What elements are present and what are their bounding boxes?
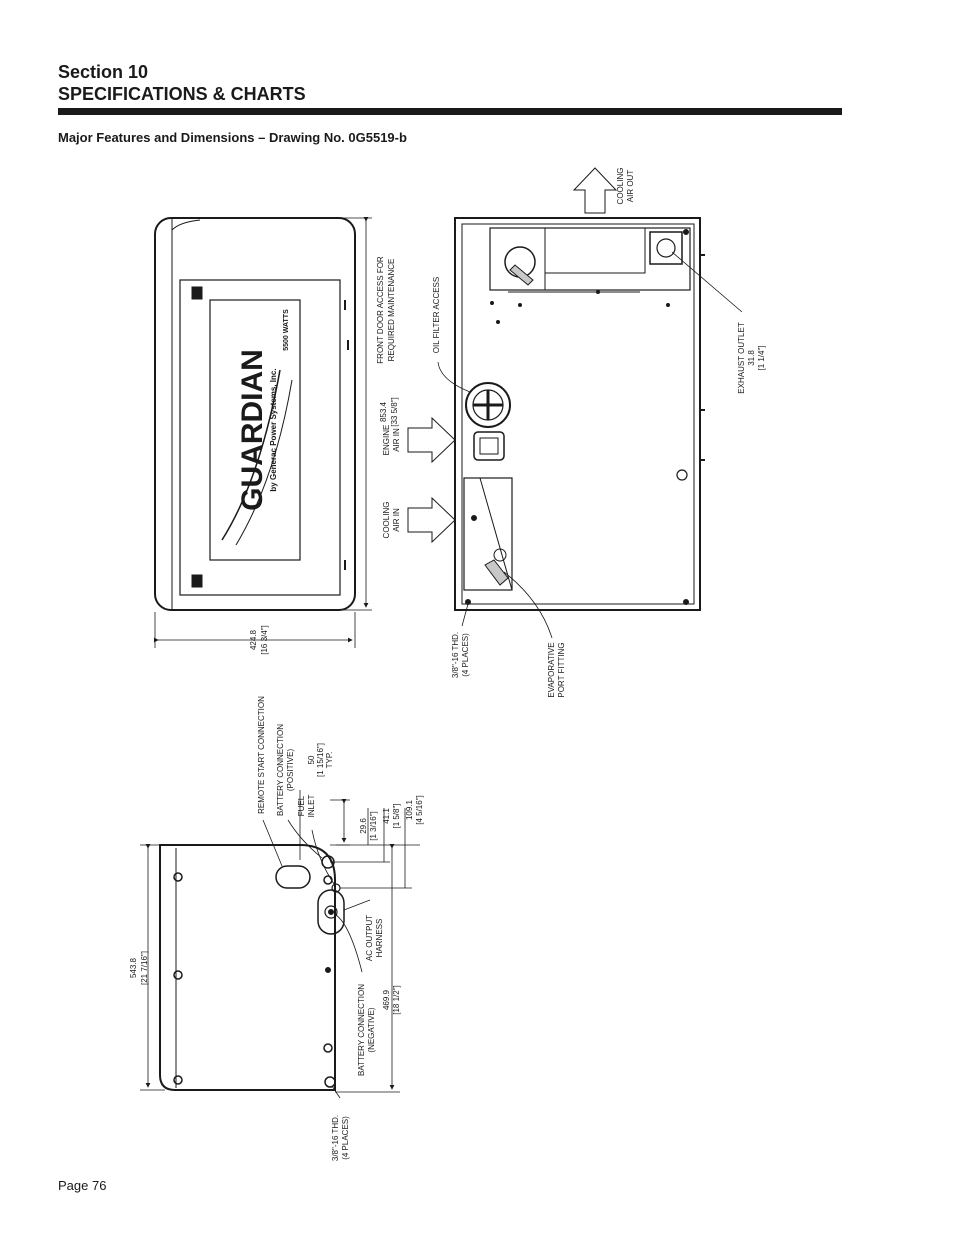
battery-negative-label-line2: (NEGATIVE) bbox=[367, 1007, 376, 1053]
door-latch-top-icon bbox=[191, 286, 203, 300]
evaporative-label-line1: EVAPORATIVE bbox=[547, 642, 556, 697]
front-door-panel bbox=[179, 279, 341, 596]
side-height-in: [21 7/16"] bbox=[140, 951, 149, 985]
dim-41-line1: 41.1 bbox=[382, 808, 391, 824]
inside-thd-label-line1: 3/8"-16 THD. bbox=[451, 632, 460, 678]
dim-50-line2: [1 15/16"] bbox=[316, 743, 325, 777]
oil-filter-access-icon bbox=[465, 382, 511, 428]
ac-output-harness-icon bbox=[317, 889, 345, 935]
side-height-mm: 543.8 bbox=[129, 957, 138, 978]
drawing-subtitle: Major Features and Dimensions – Drawing … bbox=[58, 130, 407, 145]
remote-start-label: REMOTE START CONNECTION bbox=[257, 696, 266, 814]
ac-output-label-line1: AC OUTPUT bbox=[365, 915, 374, 961]
exhaust-label-line3: [1 1/4"] bbox=[757, 345, 766, 370]
exhaust-label-line2: 31.8 bbox=[747, 350, 756, 366]
front-height-mm: 853.4 bbox=[379, 401, 388, 422]
dim-29-line2: [1 3/16"] bbox=[369, 811, 378, 841]
cooling-air-out-label-line2: AIR OUT bbox=[626, 170, 635, 203]
front-width-mm: 424.8 bbox=[249, 629, 258, 650]
oil-filter-label: OIL FILTER ACCESS bbox=[432, 277, 441, 353]
cooling-air-in-label-line2: AIR IN bbox=[392, 508, 401, 532]
engine-air-label-line2: AIR IN bbox=[392, 428, 401, 452]
dim-469-line1: 469.9 bbox=[382, 989, 391, 1010]
side-thd-label-line2: (4 PLACES) bbox=[341, 1116, 350, 1160]
front-view bbox=[154, 217, 356, 611]
header-rule bbox=[58, 108, 842, 115]
rating-badge: 5500 WATTS bbox=[283, 309, 290, 351]
front-enclosure-outline bbox=[154, 217, 356, 611]
dim-50-line1: 50 bbox=[307, 755, 316, 764]
cooling-air-out-label-line1: COOLING bbox=[616, 168, 625, 205]
front-door-note-line1: FRONT DOOR ACCESS FOR bbox=[376, 256, 385, 364]
front-width-in: [16 3/4"] bbox=[260, 625, 269, 655]
front-door-note-line2: REQUIRED MAINTENANCE bbox=[387, 259, 396, 362]
battery-positive-label-line1: BATTERY CONNECTION bbox=[276, 724, 285, 816]
inside-enclosure-outline bbox=[454, 217, 701, 611]
engine-air-in-arrow-icon bbox=[407, 416, 456, 464]
dim-29-line1: 29.6 bbox=[359, 818, 368, 834]
dim-41-line2: [1 5/8"] bbox=[392, 803, 401, 828]
door-latch-bottom-icon bbox=[191, 574, 203, 588]
evaporative-label-line2: PORT FITTING bbox=[557, 642, 566, 697]
dim-109-line1: 109.1 bbox=[405, 799, 414, 820]
battery-positive-label-line2: (POSITIVE) bbox=[286, 749, 295, 792]
cooling-air-out-arrow-icon bbox=[572, 167, 618, 214]
ac-output-label-line2: HARNESS bbox=[375, 919, 384, 958]
guardian-logo: GUARDIAN bbox=[236, 349, 269, 511]
engine-air-label-line1: ENGINE bbox=[382, 425, 391, 456]
dim-469-line2: [18 1/2"] bbox=[392, 985, 401, 1015]
remote-start-port-icon bbox=[275, 865, 311, 889]
page-number: Page 76 bbox=[58, 1178, 107, 1193]
logo-panel bbox=[209, 299, 301, 561]
inside-thd-label-line2: (4 PLACES) bbox=[461, 633, 470, 677]
cooling-air-in-label-line1: COOLING bbox=[382, 502, 391, 539]
section-number: Section 10 bbox=[58, 62, 149, 82]
dim-109-line2: [4 5/16"] bbox=[415, 795, 424, 825]
dim-50-line3: TYP. bbox=[325, 752, 334, 769]
exhaust-label-line1: EXHAUST OUTLET bbox=[737, 322, 746, 394]
exhaust-outlet-icon bbox=[649, 231, 683, 265]
evaporative-port-fitting-icon bbox=[484, 559, 509, 586]
battery-negative-label-line1: BATTERY CONNECTION bbox=[357, 984, 366, 1076]
fuel-inlet-label-line2: INLET bbox=[307, 795, 316, 818]
cooling-air-in-arrow-icon bbox=[407, 496, 456, 544]
guardian-tagline: by Generac Power Systems, Inc. bbox=[269, 368, 278, 491]
fuel-inlet-label-line1: FUEL bbox=[297, 795, 306, 816]
side-view bbox=[159, 844, 345, 1091]
front-height-in: [33 5/8"] bbox=[390, 397, 399, 427]
section-title: SPECIFICATIONS & CHARTS bbox=[58, 84, 306, 104]
side-thd-label-line1: 3/8"-16 THD. bbox=[331, 1115, 340, 1161]
inside-view bbox=[454, 217, 705, 611]
